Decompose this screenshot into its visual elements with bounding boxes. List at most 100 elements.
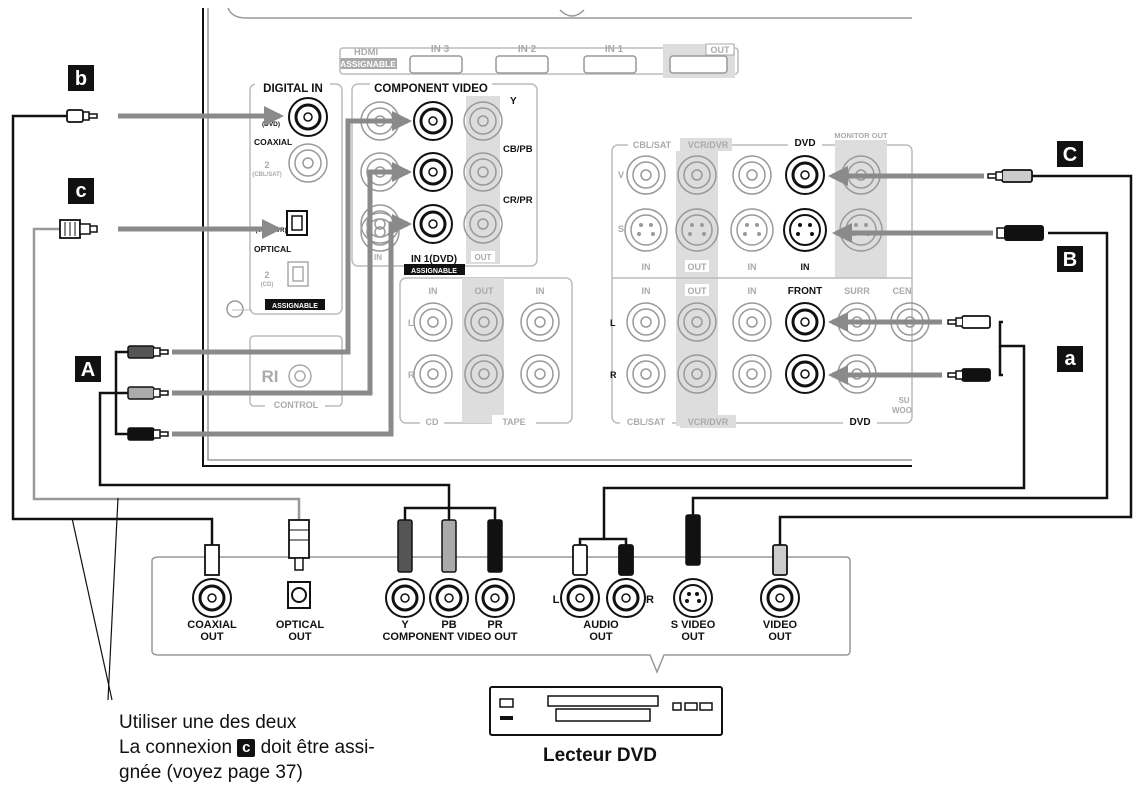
audio-out: OUT: [688, 286, 708, 296]
audio-in-1: IN: [642, 286, 651, 296]
callout-c-text: c: [75, 180, 86, 202]
player-pb: PB: [441, 619, 456, 631]
video-in-dvd: IN: [801, 262, 810, 272]
cdtape-in2: IN: [536, 286, 545, 296]
component-video-label: COMPONENT VIDEO: [374, 83, 488, 95]
video-vcrdvr: VCR/DVR: [688, 140, 729, 150]
video-v: V: [618, 170, 624, 180]
player-audio: AUDIO: [583, 619, 619, 631]
caption-text-3: gnée (voyez page 37): [119, 762, 303, 783]
hdmi-in2: IN 2: [518, 44, 537, 55]
receiver-panel: HDMI ASSIGNABLE IN 3 IN 2 IN 1 OUT DIGIT…: [202, 7, 930, 467]
svg-text:IN: IN: [374, 253, 382, 262]
player-optical: OPTICAL: [276, 619, 325, 631]
hdmi-in1: IN 1: [605, 44, 624, 55]
player-audio-out: OUT: [589, 631, 613, 643]
callout-B-text: B: [1063, 249, 1077, 271]
comp-assignable: ASSIGNABLE: [411, 268, 457, 275]
caption-text-1: Utiliser une des deux: [119, 712, 297, 733]
callout-A-text: A: [81, 359, 95, 381]
callout-C: C: [1057, 141, 1083, 167]
cen-label: CEN: [892, 286, 911, 296]
player-y: Y: [401, 619, 409, 631]
player-l: L: [553, 594, 560, 606]
comp-y-label: Y: [510, 96, 517, 107]
cdtape-out: OUT: [475, 286, 495, 296]
plug-B: [996, 225, 1044, 241]
player-svideo-out: OUT: [681, 631, 705, 643]
hdmi-out: OUT: [711, 45, 731, 55]
arrows: [118, 106, 993, 437]
player-component-out: COMPONENT VIDEO OUT: [382, 631, 517, 643]
video-dvd: DVD: [794, 138, 815, 149]
player-video: VIDEO: [763, 619, 798, 631]
plug-A-pr: [127, 427, 169, 441]
audio-dvd: DVD: [849, 417, 870, 428]
woo-label: WOO: [892, 406, 912, 415]
ri-label: RI: [262, 367, 279, 386]
plug-b: [66, 109, 98, 123]
surr-label: SURR: [844, 286, 870, 296]
callout-a: a: [1057, 346, 1083, 372]
optical-2-label: 2: [264, 270, 269, 280]
plug-A-y: [127, 345, 169, 359]
caption-text-2b: doit être assi-: [260, 737, 375, 758]
audio-cblsat: CBL/SAT: [627, 417, 666, 427]
comp-cr-label: CR/PR: [503, 195, 533, 206]
hdmi-section: HDMI ASSIGNABLE IN 3 IN 2 IN 1 OUT: [339, 43, 739, 78]
audio-r: R: [610, 370, 617, 380]
coax-2-label: 2: [264, 160, 269, 170]
cables: [11, 114, 1133, 701]
plug-A-pb: [127, 386, 169, 400]
callout-A: A: [75, 356, 101, 382]
component-video-section: COMPONENT VIDEO Y CB/PB CR/PR OUT IN 1(D…: [351, 80, 538, 275]
callouts: b c A C B a: [68, 65, 1083, 382]
comp-in1-label: IN 1(DVD): [411, 254, 457, 265]
callout-B: B: [1057, 246, 1083, 272]
callout-b: b: [68, 65, 94, 91]
video-s: S: [618, 224, 624, 234]
caption-text-2a: La connexion: [119, 737, 233, 758]
plug-C: [987, 169, 1033, 183]
comp-out-label: OUT: [475, 253, 492, 262]
hdmi-label: HDMI: [354, 47, 378, 58]
callout-c: c: [68, 178, 94, 204]
cdtape-l: L: [408, 318, 414, 328]
cdtape-r: R: [408, 370, 415, 380]
cdtape-in1: IN: [429, 286, 438, 296]
player-coaxial-out: OUT: [200, 631, 224, 643]
player-svideo: S VIDEO: [671, 619, 716, 631]
video-out: OUT: [688, 262, 708, 272]
video-in-2: IN: [748, 262, 757, 272]
digital-assignable: ASSIGNABLE: [272, 303, 318, 310]
callout-b-text: b: [75, 68, 87, 90]
control-label: CONTROL: [274, 400, 319, 410]
plug-a-l: [947, 315, 991, 329]
video-in-1: IN: [642, 262, 651, 272]
dvd-player-icon: [489, 686, 723, 736]
player-coaxial: COAXIAL: [187, 619, 237, 631]
hdmi-in3: IN 3: [431, 44, 450, 55]
caption-line-1: Utiliser une des deux: [119, 712, 296, 734]
device-label: Lecteur DVD: [543, 745, 658, 766]
hdmi-assignable: ASSIGNABLE: [340, 59, 396, 69]
player-optical-out: OUT: [288, 631, 312, 643]
player-pr: PR: [487, 619, 502, 631]
cd-label: CD: [426, 417, 439, 427]
cd-tape-section: IN OUT IN L R CD TAPE IN: [360, 212, 573, 428]
player-panel: COAXIAL OUT OPTICAL OUT Y PB PR COMPONEN…: [151, 514, 851, 674]
coaxial-label: COAXIAL: [254, 137, 292, 147]
plug-c: [59, 219, 98, 239]
audio-vcrdvr: VCR/DVR: [688, 417, 729, 427]
plug-a-r: [947, 368, 991, 382]
video-cblsat: CBL/SAT: [633, 140, 672, 150]
front-label: FRONT: [788, 286, 822, 297]
monitor-out: MONITOR OUT: [834, 131, 888, 140]
sub-label: SU: [898, 396, 909, 405]
digital-in-label: DIGITAL IN: [263, 83, 323, 95]
audio-in-2: IN: [748, 286, 757, 296]
caption-label-c: c: [237, 739, 256, 757]
coax-dvd-label: (DVD): [262, 121, 280, 128]
ri-control-section: RI CONTROL: [249, 335, 343, 410]
